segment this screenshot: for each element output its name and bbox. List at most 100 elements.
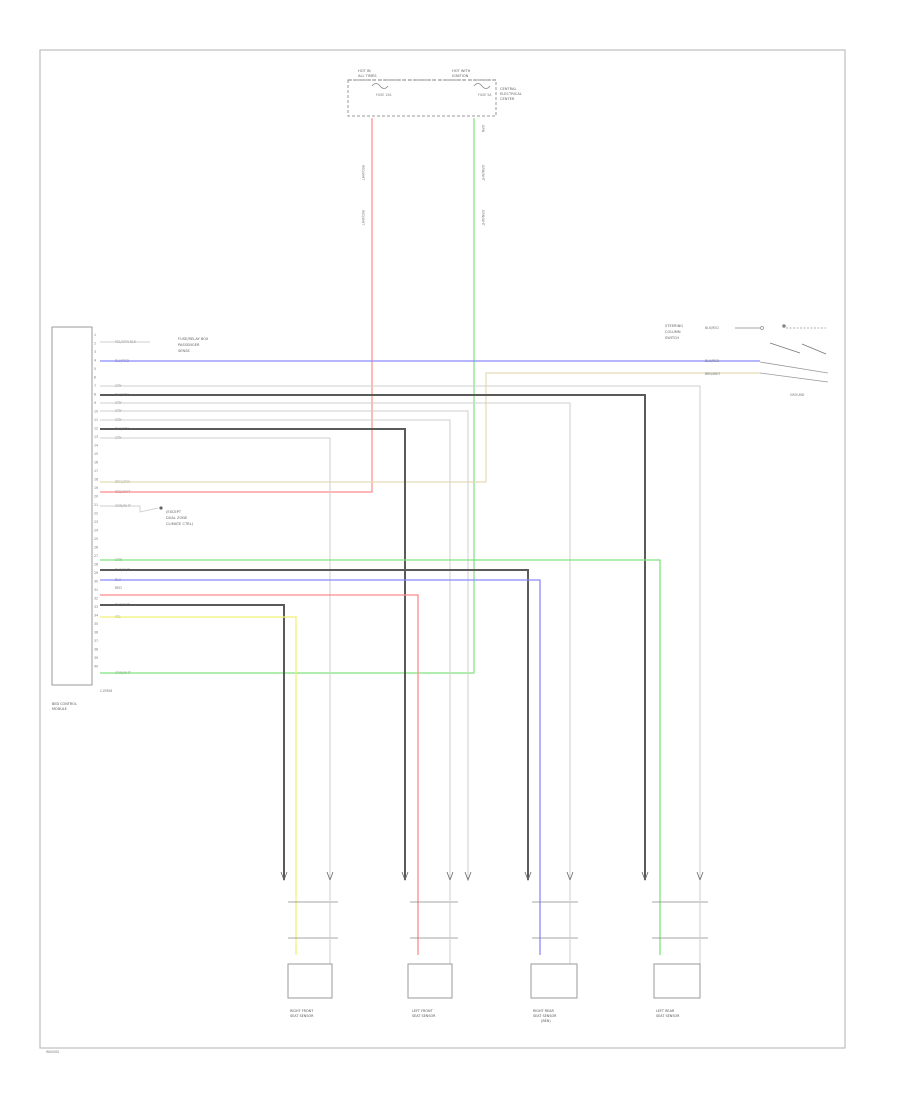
- trunk-switch-label-1: FUSE/RELAY BOX: [178, 337, 209, 341]
- sensor-body: [287, 963, 333, 999]
- pin-number: 16: [94, 461, 98, 465]
- seat-sensors: RIGHT FRONT SEAT SENSOR LEFT FRONT SEAT …: [287, 963, 701, 1023]
- pin-number: 40: [94, 665, 98, 669]
- wire-green-ignition: [100, 118, 475, 674]
- sensor-label-1: LEFT REAR: [656, 1009, 675, 1013]
- switch-blade: [769, 342, 801, 354]
- connector-mark: [641, 871, 649, 882]
- sensor-right-front: RIGHT FRONT SEAT SENSOR: [287, 963, 333, 1018]
- pin-number: 26: [94, 546, 98, 550]
- switch-label-2: COLUMN: [665, 330, 681, 334]
- pin-number: 27: [94, 554, 98, 558]
- pin-number: 19: [94, 486, 98, 490]
- wire-gray-lf-a: [100, 410, 469, 880]
- top-tag-left-2: RED/WHT: [361, 210, 365, 225]
- footer-code: W00000: [46, 1050, 59, 1054]
- wire-red-lf-signal: [100, 594, 419, 955]
- fuse-box-right-label-2: IGNITION: [452, 74, 469, 78]
- wire-label: RED: [115, 586, 122, 590]
- ground-note-2: DUAL ZONE: [166, 516, 188, 520]
- switch-ground-lead-2: [759, 372, 829, 383]
- pin-number: 13: [94, 435, 98, 439]
- sensor-body: [407, 963, 453, 999]
- pin-number: 6: [94, 376, 96, 380]
- fuse-box-side-label-1: CENTRAL: [500, 87, 516, 91]
- pin-number: 37: [94, 639, 98, 643]
- pin-number: 34: [94, 614, 98, 618]
- sensor-label-1: RIGHT REAR: [533, 1009, 554, 1013]
- pin-number: 32: [94, 597, 98, 601]
- wire-blue-rr-signal: [100, 579, 541, 955]
- wire-ground-note: [100, 505, 159, 513]
- fuse-box-left-label-1: HOT IN: [358, 69, 371, 73]
- switch-ground-label: GROUND: [790, 393, 805, 397]
- connector-mark: [401, 871, 409, 882]
- pin-number: 14: [94, 444, 98, 448]
- fuse-box-outline: [347, 79, 497, 117]
- switch-blade-2: [801, 343, 827, 355]
- pin-number: 24: [94, 529, 98, 533]
- pin-number: 25: [94, 537, 98, 541]
- fuse-box-side-label-2: ELECTRICAL: [500, 92, 522, 96]
- fuse-left-rating: FUSE 15A: [376, 93, 392, 97]
- module-caption-2: MODULE: [52, 707, 67, 711]
- pin-number: 20: [94, 495, 98, 499]
- connector-mark: [280, 871, 288, 882]
- central-electrical-center: HOT IN ALL TIMES HOT WITH IGNITION CENTR…: [347, 69, 522, 117]
- fuse-box-side-label-3: CENTER: [500, 97, 515, 101]
- wire-green-lr-signal: [100, 559, 661, 955]
- sensor-label-2: SEAT SENSOR: [656, 1014, 680, 1018]
- switch-label-3: SWITCH: [665, 336, 679, 340]
- pin-number: 39: [94, 656, 98, 660]
- wire-gray-rf: [100, 437, 331, 880]
- sensor-label-1: LEFT FRONT: [412, 1009, 434, 1013]
- trunk-switch-label-2: PASSENGER: [178, 343, 200, 347]
- switch-label-1: STEERING: [665, 324, 683, 328]
- sensor-label-2: SEAT SENSOR: [412, 1014, 436, 1018]
- diagram-frame: [39, 49, 846, 1049]
- top-tag-left-1: RED/WHT: [361, 165, 365, 180]
- sensor-left-front: LEFT FRONT SEAT SENSOR: [407, 963, 453, 1018]
- sensor-label-3: (BEN): [541, 1019, 551, 1023]
- top-tag-right-top: GRN: [481, 125, 485, 133]
- wire-black-rf: [100, 604, 285, 880]
- wire-gray-lr: [100, 385, 701, 880]
- wire-black-lf: [100, 428, 406, 880]
- pin-number: 10: [94, 410, 98, 414]
- pin-number: 18: [94, 478, 98, 482]
- sensor-label-2: SEAT SENSOR: [290, 1014, 314, 1018]
- trunk-switch-label-3: SENSE: [178, 349, 191, 353]
- pin-number: 9: [94, 401, 96, 405]
- pin-number: 29: [94, 571, 98, 575]
- sensor-label-2: SEAT SENSOR: [533, 1014, 557, 1018]
- wire-black-rr: [100, 569, 529, 880]
- sensor-label-1: RIGHT FRONT: [290, 1009, 314, 1013]
- pin-number: 21: [94, 503, 98, 507]
- switch-wire-2: BLU/RED: [705, 359, 719, 363]
- pin-number: 4: [94, 359, 96, 363]
- fuse-right-symbol: [473, 83, 491, 89]
- pin-number: 11: [94, 418, 98, 422]
- pin-number: 7: [94, 384, 96, 388]
- wire-black-lr: [100, 394, 646, 880]
- connector-mark: [524, 871, 532, 882]
- pin-number: 22: [94, 512, 98, 516]
- pin-number: 35: [94, 622, 98, 626]
- pin-number: 30: [94, 580, 98, 584]
- pin-number: 8: [94, 393, 96, 397]
- pin-number: 5: [94, 367, 96, 371]
- fuse-left-symbol: [371, 83, 389, 89]
- sensor-right-rear: RIGHT REAR SEAT SENSOR (BEN): [530, 963, 578, 1023]
- switch-pivot: [782, 324, 786, 328]
- module-wire-labels: YEL/GRN BLKBLU/REDGRYBLK/GRYGRYGRYGRYBLK…: [115, 340, 137, 675]
- sensor-body: [653, 963, 701, 999]
- wire-gray-rr: [100, 402, 571, 880]
- module-pin-numbers: 1234567891011121314151617181920212223242…: [94, 333, 98, 669]
- pin-number: 2: [94, 342, 96, 346]
- sensor-left-rear: LEFT REAR SEAT SENSOR: [653, 963, 701, 1018]
- module-caption-1: BED CONTROL: [52, 702, 77, 706]
- pin-number: 31: [94, 588, 98, 592]
- wire-tan-switch: [100, 372, 760, 483]
- switch-wire-3: BRN/WHT: [705, 372, 720, 376]
